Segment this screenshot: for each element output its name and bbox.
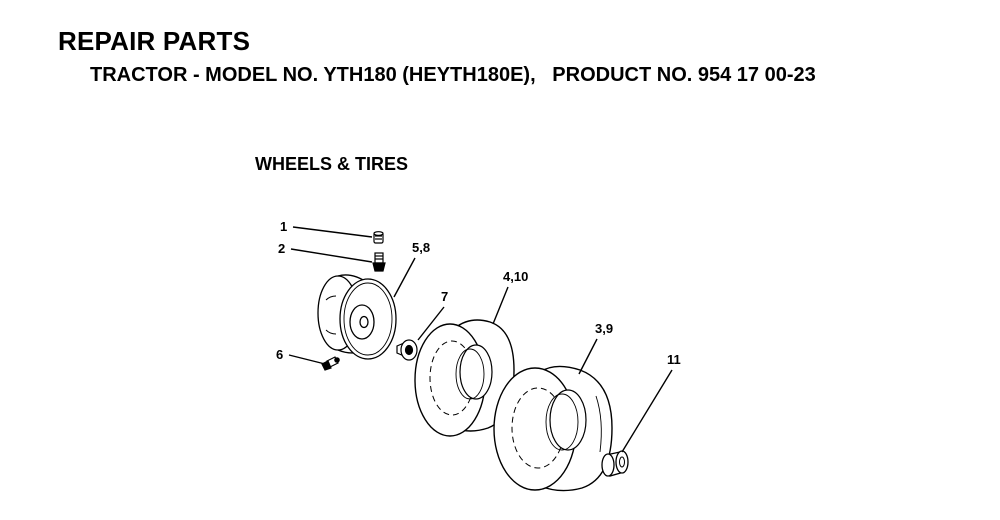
leader-line-11 xyxy=(621,369,673,453)
leader-line-5-8 xyxy=(393,257,416,298)
valve-stem-icon xyxy=(372,252,386,272)
leader-line-6 xyxy=(288,354,326,365)
callout-7: 7 xyxy=(417,289,448,341)
callout-11: 11 xyxy=(621,352,681,453)
leader-line-3-9 xyxy=(578,338,598,375)
model-subtitle: TRACTOR - MODEL NO. YTH180 (HEYTH180E), … xyxy=(90,64,816,86)
bushing-icon xyxy=(601,450,629,477)
callout-1: 1 xyxy=(280,219,373,238)
leader-line-4-10 xyxy=(492,286,509,325)
callout-label-7: 7 xyxy=(441,289,448,304)
valve-cap-icon xyxy=(373,231,384,244)
washer-icon xyxy=(396,339,418,361)
callout-label-4-10: 4,10 xyxy=(503,269,528,284)
callout-6: 6 xyxy=(276,347,326,365)
section-title: WHEELS & TIRES xyxy=(255,154,409,174)
callout-4-10: 4,10 xyxy=(492,269,528,325)
rear-tire-icon xyxy=(493,365,613,492)
callout-label-11: 11 xyxy=(667,352,681,367)
grease-fitting-icon xyxy=(321,356,340,371)
callout-2: 2 xyxy=(278,241,373,263)
callout-5-8: 5,8 xyxy=(393,240,430,298)
callout-label-6: 6 xyxy=(276,347,283,362)
callout-3-9: 3,9 xyxy=(578,321,613,375)
leader-line-7 xyxy=(417,306,445,341)
leader-line-2 xyxy=(290,248,373,263)
callout-label-5-8: 5,8 xyxy=(412,240,430,255)
wheel-rim-icon xyxy=(317,274,397,360)
callout-label-1: 1 xyxy=(280,219,287,234)
leader-line-1 xyxy=(292,226,373,238)
callout-label-2: 2 xyxy=(278,241,285,256)
page-title: REPAIR PARTS xyxy=(58,26,251,56)
callout-label-3-9: 3,9 xyxy=(595,321,613,336)
